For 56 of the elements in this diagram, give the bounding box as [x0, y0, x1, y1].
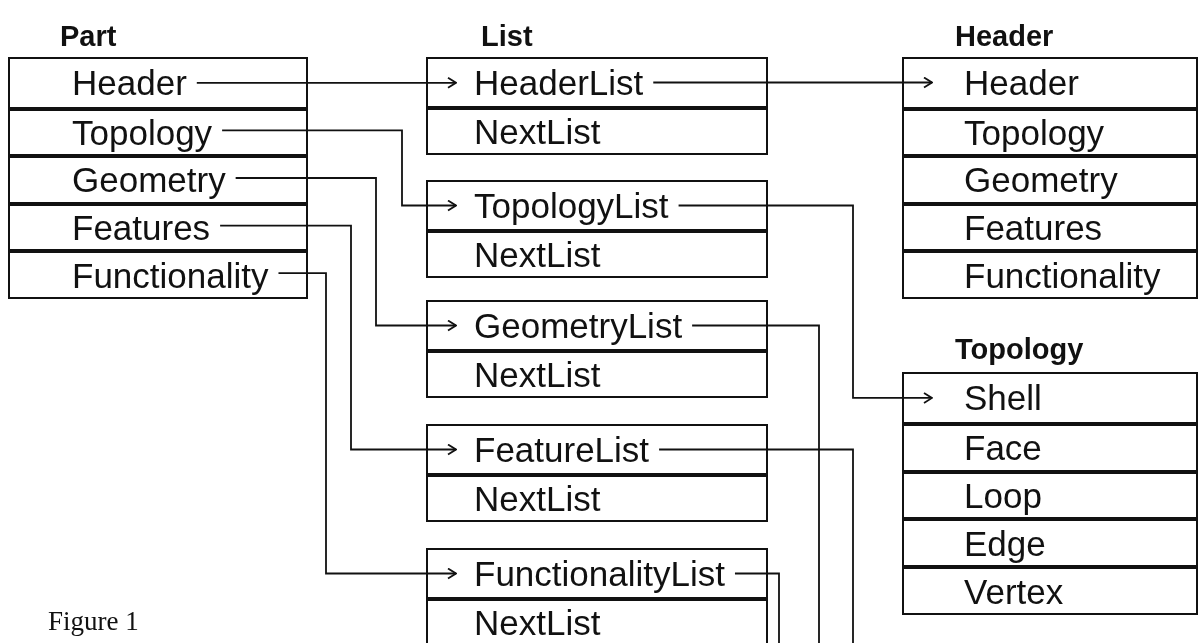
connector-line [734, 572, 780, 643]
arrow [677, 204, 933, 404]
row-label: Topology [72, 114, 213, 150]
arrow [277, 272, 457, 580]
column-heading: List [481, 20, 533, 53]
table-row [904, 106, 1196, 155]
arrow [221, 129, 457, 212]
figure-caption: Figure 1 [48, 606, 139, 637]
list-block [426, 548, 768, 643]
row-label: Edge [964, 525, 1046, 561]
list-block [426, 57, 768, 155]
list-block [426, 424, 768, 522]
table-box [8, 57, 308, 299]
row-label: Functionality [964, 257, 1161, 293]
table-box [902, 57, 1198, 299]
table-row [904, 154, 1196, 202]
row-label: Face [964, 430, 1042, 466]
arrow [195, 76, 457, 89]
row-label: Header [964, 65, 1079, 101]
row-label: TopologyList [474, 188, 669, 223]
row-label: FunctionalityList [474, 556, 725, 591]
row-label: Features [72, 210, 211, 246]
table-box [902, 372, 1198, 615]
table-row [10, 154, 306, 202]
table-row [904, 517, 1196, 566]
row-label: Features [964, 210, 1103, 246]
row-label: Topology [964, 114, 1105, 150]
arrow [652, 76, 933, 89]
arrow [219, 224, 457, 456]
table-row [10, 249, 306, 297]
row-label: Geometry [964, 162, 1118, 198]
row-label: GeometryList [474, 308, 683, 343]
row-label: NextList [474, 605, 601, 640]
row-label: Vertex [964, 573, 1064, 609]
row-label: FeatureList [474, 432, 650, 467]
list-block [426, 180, 768, 278]
list-block [426, 300, 768, 398]
row-label: NextList [474, 237, 601, 272]
row-label: NextList [474, 481, 601, 516]
table-heading: Part [60, 20, 117, 53]
table-row [904, 249, 1196, 297]
row-label: Geometry [72, 162, 226, 198]
row-label: NextList [474, 357, 601, 392]
connector-line [691, 324, 820, 643]
arrow [234, 177, 457, 332]
table-row [10, 106, 306, 155]
table-heading: Topology [955, 333, 1084, 366]
row-label: Loop [964, 478, 1042, 513]
row-label: Header [72, 65, 187, 101]
table-row [904, 469, 1196, 518]
row-label: Shell [964, 380, 1042, 416]
row-label: HeaderList [474, 65, 644, 100]
row-label: Functionality [72, 257, 269, 293]
connector-line [658, 448, 854, 643]
table-heading: Header [955, 20, 1054, 53]
row-label: NextList [474, 114, 601, 149]
